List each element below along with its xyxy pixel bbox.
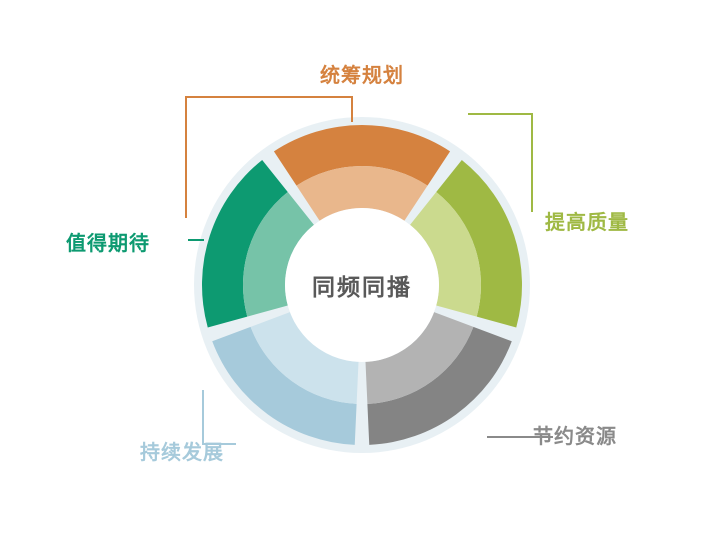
segment-inner-resources <box>365 312 474 404</box>
segment-outer-development <box>212 326 357 445</box>
segment-label-resources: 节约资源 <box>533 426 617 448</box>
segment-inner-expectation <box>243 191 314 317</box>
segment-label-planning: 统筹规划 <box>320 65 404 87</box>
segment-inner-development <box>250 312 359 404</box>
segment-inner-quality <box>410 191 482 317</box>
segment-label-development: 持续发展 <box>140 442 224 464</box>
segment-label-expectation: 值得期待 <box>66 233 150 255</box>
segment-outer-resources <box>367 326 512 445</box>
planning-connector <box>185 96 353 218</box>
segment-label-quality: 提高质量 <box>545 212 629 234</box>
diagram-center-title: 同频同播 <box>312 274 412 300</box>
segment-outer-planning <box>273 125 451 186</box>
segment-outer-quality <box>436 159 522 328</box>
wheel-center-hub <box>285 208 439 362</box>
quality-connector <box>468 113 533 212</box>
development-connector <box>202 390 236 445</box>
segment-outer-expectation <box>202 159 288 328</box>
segment-inner-planning <box>296 166 428 221</box>
